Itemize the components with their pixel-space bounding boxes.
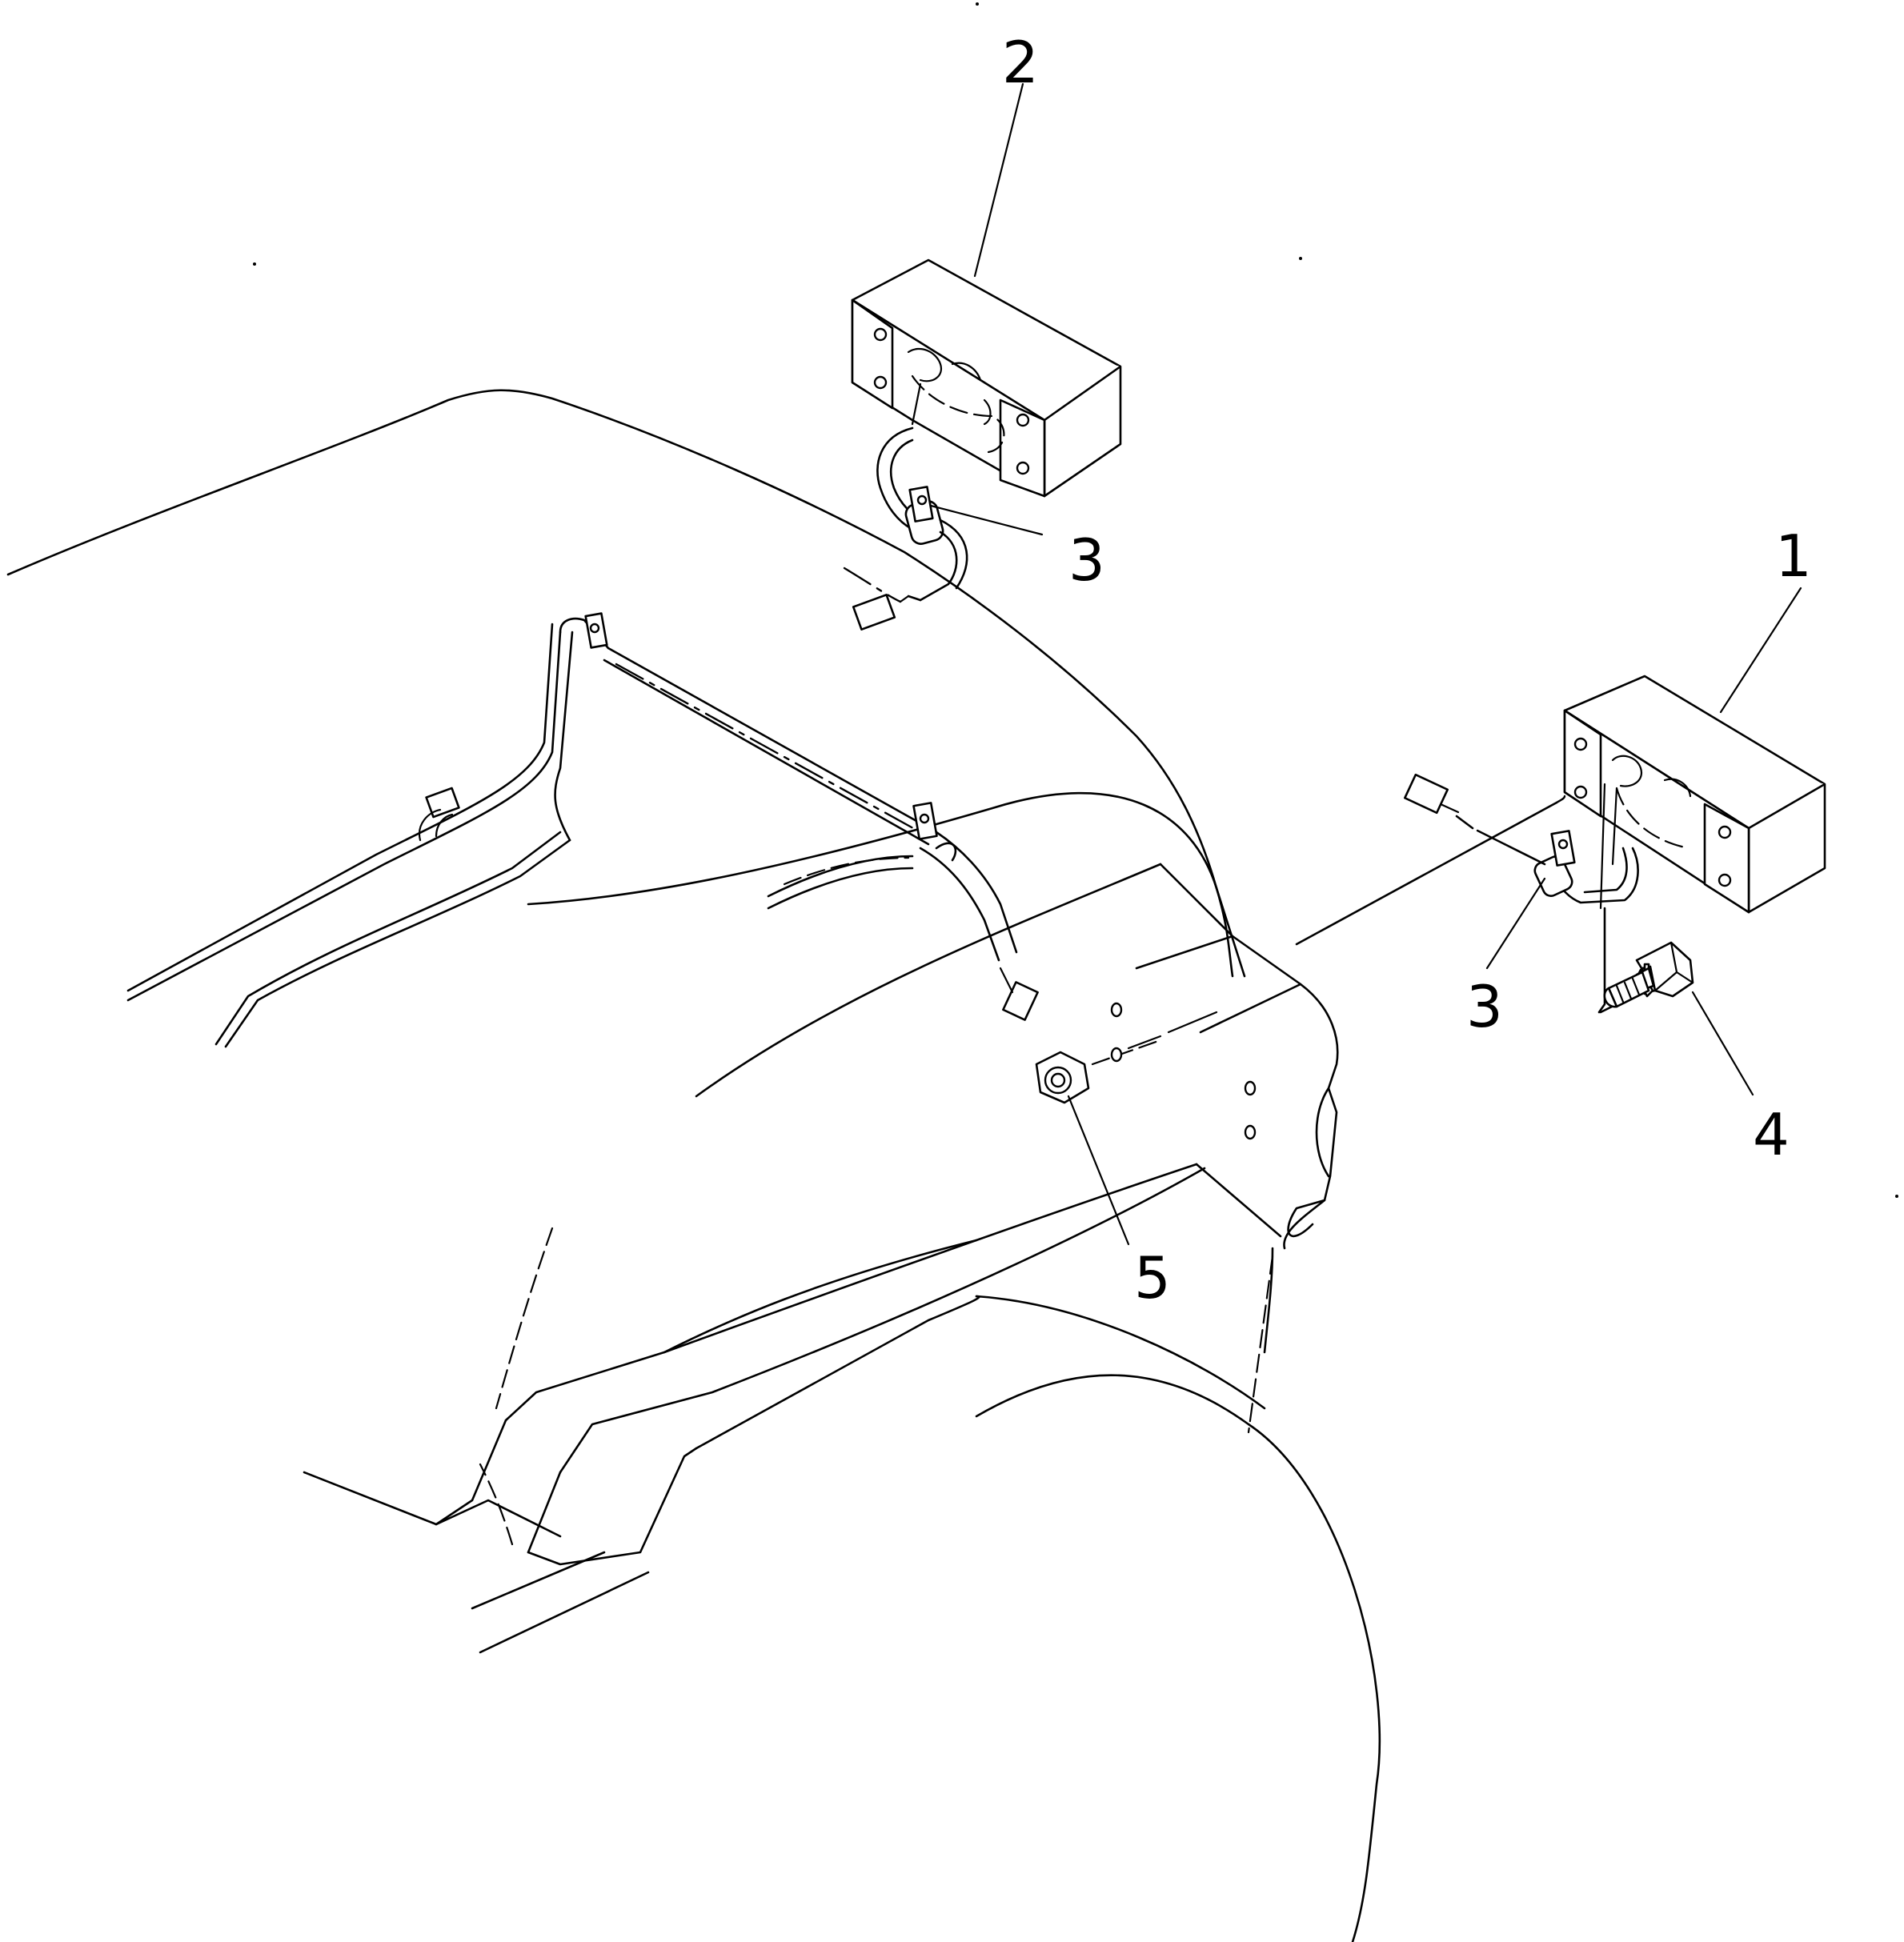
callout-leaders (929, 82, 1802, 1246)
callout-4: 4 (1753, 1101, 1790, 1168)
mount-hole (1110, 1047, 1123, 1063)
mount-hole (1244, 1080, 1257, 1096)
mount-hole (1110, 1002, 1123, 1018)
lamp-1-leader-dash (1555, 795, 1566, 804)
callout-5: 5 (1134, 1244, 1171, 1311)
callout-3-lower: 3 (1466, 973, 1503, 1040)
lamp-1-leader-line (1295, 801, 1558, 946)
mount-hole (1244, 1124, 1257, 1140)
machine-body (6, 389, 1381, 1942)
callout-2: 2 (1002, 29, 1039, 96)
lamp-2-connector (852, 594, 896, 631)
callout-labels: 2 1 3 3 4 5 (1002, 29, 1812, 1311)
lamp-2 (851, 258, 1122, 603)
callout-1: 1 (1775, 523, 1812, 590)
lamp-2-leader-dash (843, 567, 902, 603)
lamp-1 (1403, 675, 1826, 1014)
nut-5 (1035, 1039, 1162, 1104)
callout-3-upper: 3 (1068, 527, 1105, 594)
wiring-harness (126, 612, 1039, 1048)
bolt-4 (1599, 941, 1694, 1014)
